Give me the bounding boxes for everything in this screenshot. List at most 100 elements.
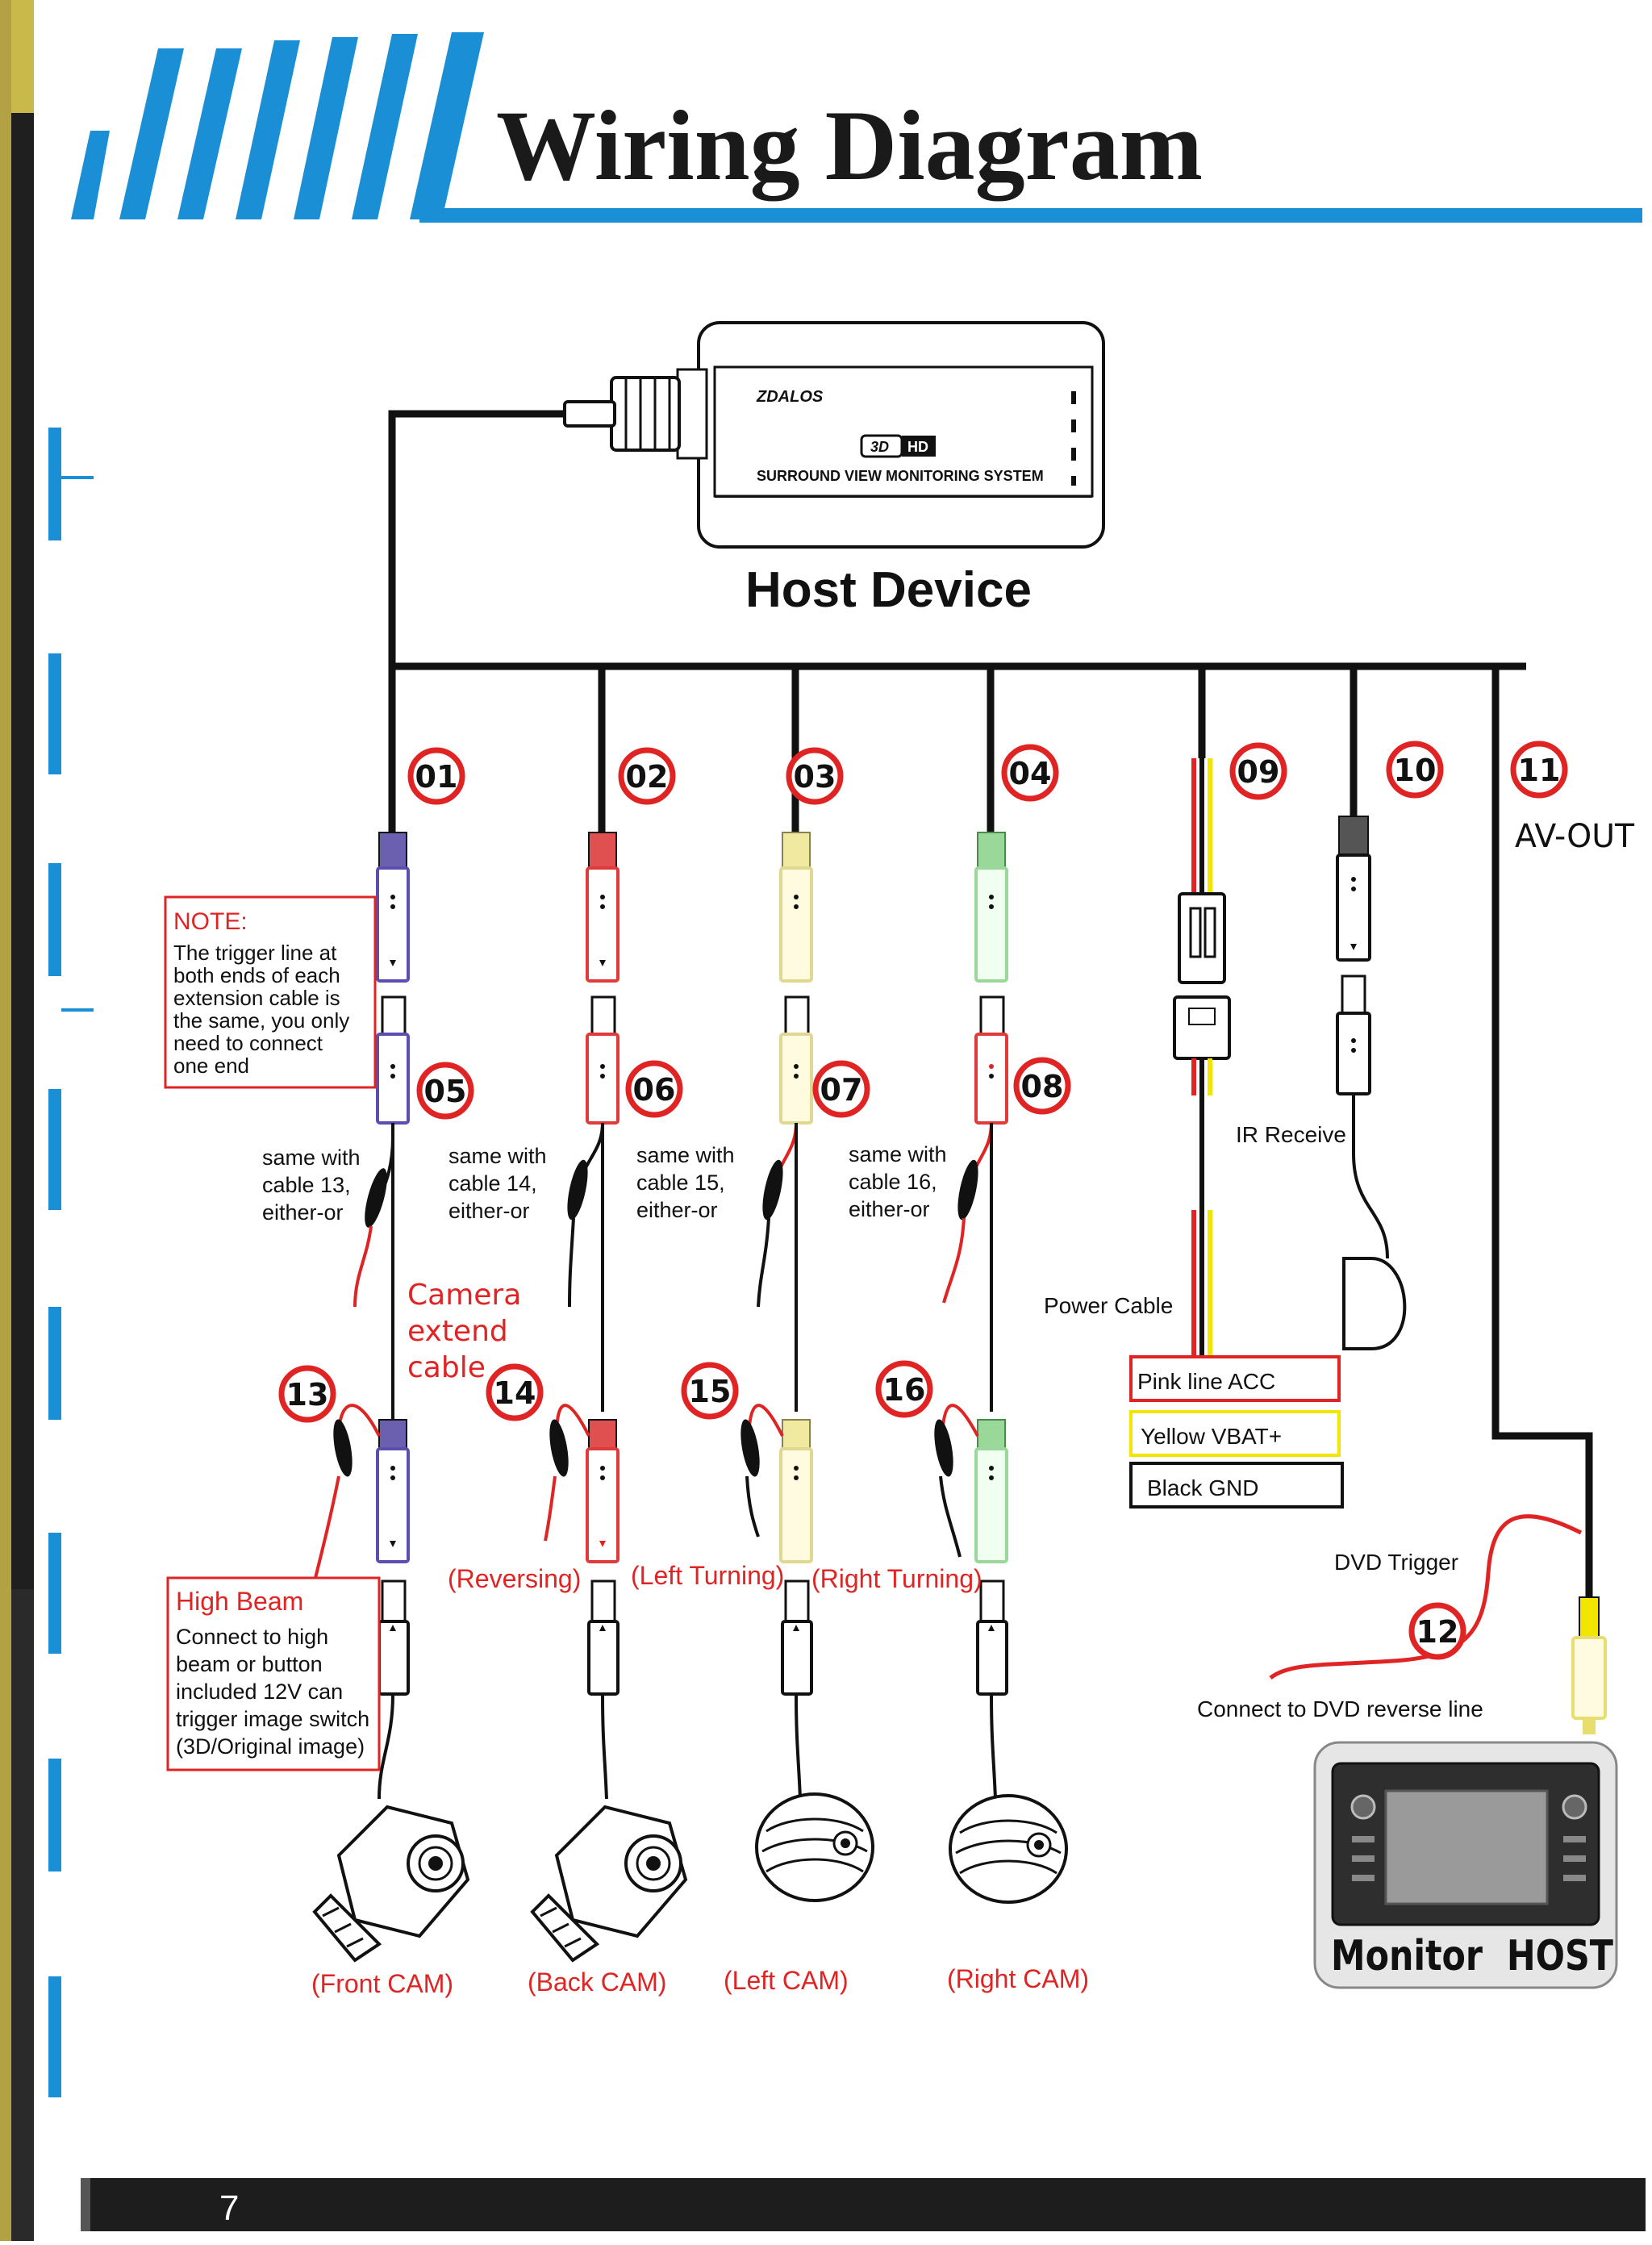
high-beam-line-1: Connect to high — [176, 1625, 328, 1649]
svg-text:09: 09 — [1237, 754, 1280, 790]
power-line-black: Black GND — [1147, 1475, 1258, 1500]
power-line-boxes: Pink line ACC Yellow VBAT+ Black GND — [1129, 1355, 1344, 1508]
badge-04: 04 — [1001, 744, 1059, 802]
dvd-trigger-label: DVD Trigger — [1334, 1550, 1458, 1575]
same-with-13-line-1: same with — [262, 1145, 361, 1170]
badge-08: 08 — [1013, 1057, 1071, 1115]
back-camera — [530, 1805, 688, 1963]
badge-11: 11 — [1510, 741, 1568, 799]
lower-connector-16 — [934, 1404, 1008, 1800]
top-connector-04 — [974, 832, 1008, 1125]
main-cable-bus — [388, 410, 1593, 1597]
camera-extend-line-2: extend — [407, 1315, 508, 1348]
svg-text:08: 08 — [1021, 1069, 1064, 1104]
same-with-14-line-2: cable 14, — [448, 1171, 537, 1196]
trigger-labels: (Reversing) (Left Turning) (Right Turnin… — [448, 1561, 982, 1593]
svg-text:04: 04 — [1009, 756, 1052, 791]
note-title: NOTE: — [173, 908, 248, 935]
camera-extend-label: Camera extend cable — [407, 1279, 521, 1384]
dvd-trigger-cable — [1269, 1514, 1583, 1680]
same-with-13-line-3: either-or — [262, 1200, 344, 1225]
badge-03: 03 — [786, 747, 844, 805]
title-banner: Wiring Diagram — [71, 32, 1642, 223]
high-beam-line-3: included 12V can — [176, 1680, 343, 1704]
av-out-label: AV-OUT — [1515, 818, 1635, 855]
high-beam-line-2: beam or button — [176, 1652, 323, 1676]
av-out-connector — [1571, 1596, 1607, 1734]
lower-connector-14 — [544, 1404, 620, 1800]
svg-text:10: 10 — [1394, 753, 1437, 788]
trigger-right-turning: (Right Turning) — [811, 1564, 982, 1593]
badge-3d: 3D — [870, 439, 889, 455]
power-line-pink: Pink line ACC — [1137, 1369, 1275, 1394]
lower-connector-15 — [740, 1404, 813, 1800]
host-device: ZDALOS 3D HD SURROUND VIEW MONITORING SY… — [563, 321, 1105, 618]
svg-text:11: 11 — [1518, 753, 1561, 788]
svg-text:03: 03 — [794, 759, 836, 795]
left-camera — [755, 1792, 874, 1902]
same-with-16-line-2: cable 16, — [849, 1170, 937, 1194]
monitor-host-label: Monitor HOST — [1331, 1932, 1613, 1980]
svg-text:02: 02 — [626, 759, 669, 795]
front-camera — [312, 1805, 470, 1963]
badge-14: 14 — [486, 1363, 544, 1421]
svg-text:14: 14 — [494, 1375, 536, 1411]
page-number: 7 — [219, 2189, 239, 2228]
front-cam-label: (Front CAM) — [311, 1969, 453, 1998]
same-with-13-line-2: cable 13, — [262, 1173, 351, 1197]
ir-receiver — [1336, 816, 1407, 1350]
svg-text:15: 15 — [689, 1374, 732, 1409]
same-with-15-line-2: cable 15, — [636, 1170, 725, 1195]
high-beam-box: High Beam Connect to high beam or button… — [166, 1576, 381, 1771]
same-with-15-line-1: same with — [636, 1143, 735, 1167]
back-cam-label: (Back CAM) — [528, 1968, 666, 1997]
footer-bar: 7 — [81, 2178, 1646, 2231]
note-line-2: both ends of each — [173, 963, 340, 987]
top-connector-01 — [376, 832, 410, 1125]
high-beam-title: High Beam — [176, 1587, 303, 1616]
svg-text:06: 06 — [633, 1072, 676, 1108]
badge-12: 12 — [1408, 1602, 1466, 1660]
right-cam-label: (Right CAM) — [947, 1964, 1089, 1993]
camera-extend-line-1: Camera — [407, 1279, 521, 1312]
high-beam-line-5: (3D/Original image) — [176, 1734, 365, 1759]
note-line-4: the same, you only — [173, 1008, 349, 1033]
badge-09: 09 — [1229, 742, 1287, 800]
note-box: NOTE: The trigger line at both ends of e… — [164, 895, 377, 1089]
trigger-reversing: (Reversing) — [448, 1564, 581, 1593]
number-badges: 01 02 03 04 05 06 07 08 09 10 11 12 13 1… — [278, 741, 1568, 1660]
svg-text:01: 01 — [415, 759, 458, 795]
note-line-6: one end — [173, 1054, 249, 1078]
monitor-host: Monitor HOST — [1313, 1741, 1618, 1989]
ir-receive-label: IR Receive — [1236, 1122, 1346, 1147]
power-line-yellow: Yellow VBAT+ — [1141, 1424, 1282, 1449]
right-camera — [949, 1794, 1068, 1904]
badge-15: 15 — [681, 1362, 739, 1420]
camera-labels: (Front CAM) (Back CAM) (Left CAM) (Right… — [311, 1964, 1089, 1998]
badge-01: 01 — [407, 747, 465, 805]
host-brand: ZDALOS — [756, 388, 824, 406]
dvd-connect-label: Connect to DVD reverse line — [1197, 1696, 1483, 1721]
badge-06: 06 — [625, 1060, 683, 1118]
power-cable — [1173, 758, 1231, 1355]
host-system-text: SURROUND VIEW MONITORING SYSTEM — [757, 468, 1044, 484]
top-connector-02 — [586, 832, 620, 1125]
same-with-14-line-3: either-or — [448, 1199, 530, 1223]
left-cam-label: (Left CAM) — [724, 1966, 849, 1995]
badge-10: 10 — [1386, 741, 1444, 799]
badge-05: 05 — [416, 1062, 474, 1120]
badge-02: 02 — [618, 747, 676, 805]
svg-text:05: 05 — [424, 1074, 467, 1109]
same-with-labels: same with cable 13, either-or same with … — [262, 1142, 947, 1225]
page-title: Wiring Diagram — [496, 90, 1203, 202]
svg-text:07: 07 — [820, 1072, 863, 1108]
top-connector-03 — [779, 832, 813, 1125]
power-cable-label: Power Cable — [1044, 1293, 1173, 1318]
badge-13: 13 — [278, 1365, 336, 1423]
svg-text:12: 12 — [1416, 1614, 1459, 1650]
same-with-16-line-1: same with — [849, 1142, 947, 1166]
badge-hd: HD — [907, 439, 928, 455]
same-with-15-line-3: either-or — [636, 1198, 718, 1222]
